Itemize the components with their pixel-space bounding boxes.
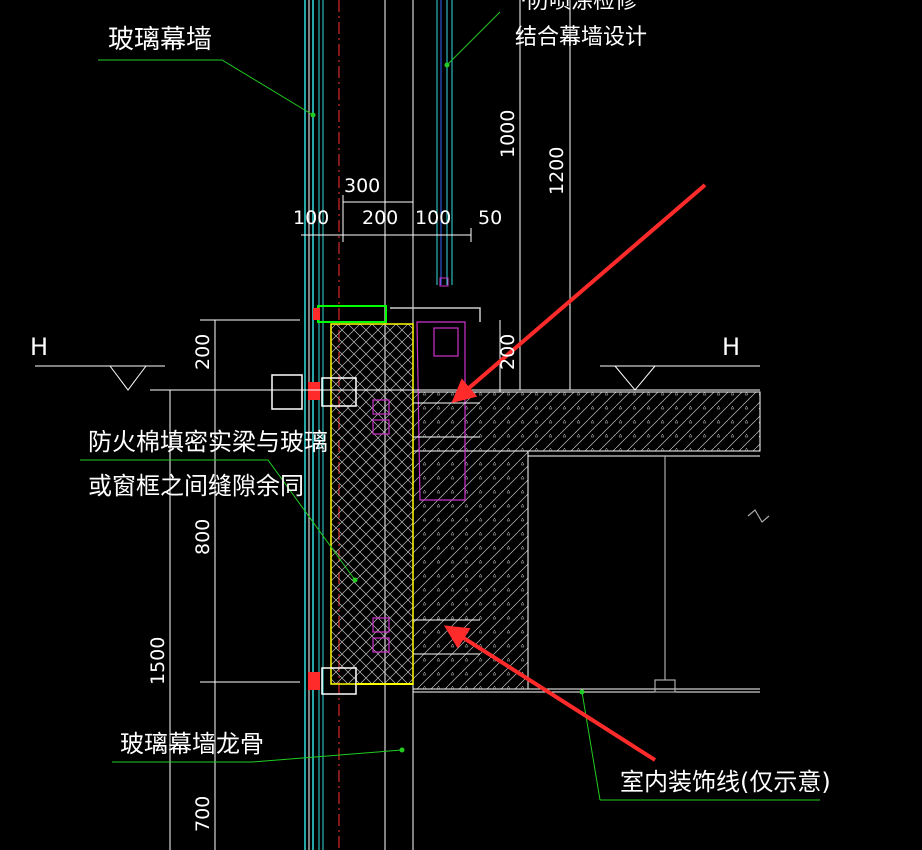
embedded-brackets	[372, 321, 466, 653]
level-label-left: H	[30, 333, 48, 361]
dimension-lines-top	[301, 0, 571, 390]
fire-note-line2: 或窗框之间缝隙余同	[88, 472, 304, 500]
concrete-slab	[412, 391, 761, 693]
ceiling-hanger	[654, 456, 770, 693]
dim-1000: 1000	[497, 110, 519, 158]
red-arrows	[443, 183, 707, 762]
dim-300: 300	[344, 175, 380, 197]
dim-50: 50	[478, 207, 502, 229]
top-note-line2: 结合幕墙设计	[515, 25, 647, 50]
dim-100-right: 100	[415, 207, 451, 229]
fire-insulation-infill	[330, 323, 414, 685]
dim-200-left: 200	[192, 334, 214, 370]
glass-curtain-wall-label: 玻璃幕墙	[108, 25, 212, 55]
dim-1500: 1500	[147, 637, 169, 685]
dim-100-left: 100	[293, 207, 329, 229]
interior-trim-label: 室内装饰线(仅示意)	[620, 768, 831, 796]
level-label-right: H	[722, 333, 740, 361]
top-frame	[313, 305, 481, 323]
dim-200-mid: 200	[362, 207, 398, 229]
dim-1200: 1200	[546, 147, 568, 195]
dim-700: 700	[192, 796, 214, 832]
leader-lines	[80, 11, 820, 801]
mullion-label: 玻璃幕墙龙骨	[120, 730, 264, 758]
top-note-line1: ·防喷涂检修	[520, 0, 637, 14]
dim-200-right: 200	[497, 334, 519, 370]
dim-800: 800	[192, 519, 214, 555]
window-frames	[271, 374, 413, 695]
fire-note-line1: 防火棉填密实梁与玻璃	[88, 428, 328, 456]
